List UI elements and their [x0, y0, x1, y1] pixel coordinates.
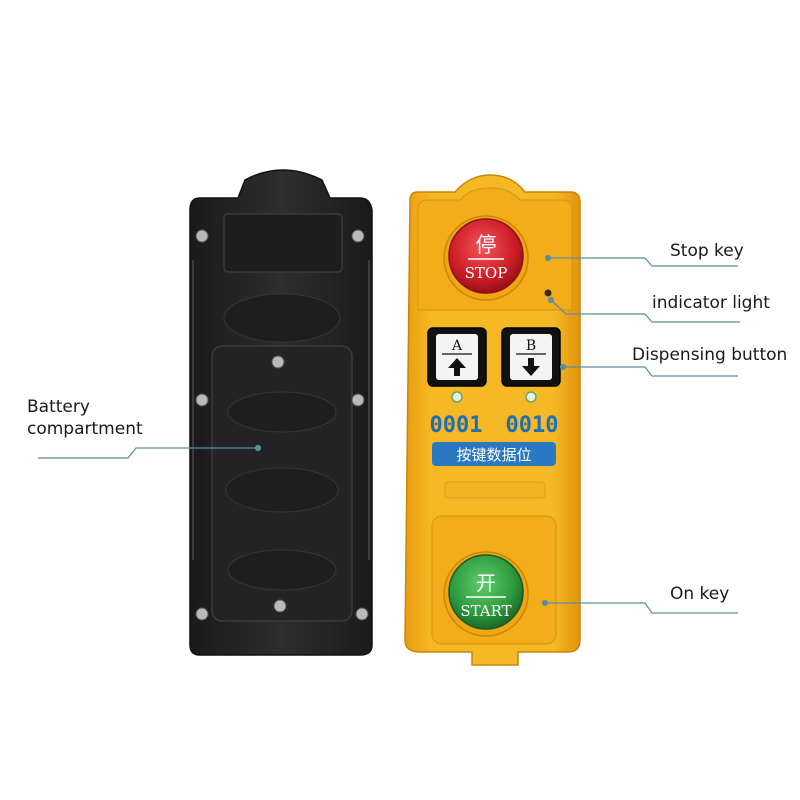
button-a-letter: A [451, 338, 463, 354]
callout-lines [38, 254, 740, 614]
start-button-cn: 开 [476, 571, 496, 595]
button-a[interactable]: A [427, 327, 487, 387]
led-b-icon [525, 391, 537, 403]
arrow-down-icon [522, 358, 540, 376]
code-b: 0010 [506, 413, 559, 438]
arrow-up-icon [448, 358, 466, 376]
callout-indicator-light: indicator light [652, 293, 770, 313]
button-b-letter: B [526, 338, 536, 354]
callout-on-key: On key [670, 584, 730, 604]
code-a: 0001 [430, 413, 483, 438]
stop-button-en: STOP [465, 264, 508, 282]
start-button-en: START [460, 602, 511, 620]
indicator-light [544, 289, 552, 297]
callout-stop-key: Stop key [670, 241, 744, 261]
key-data-label: 按键数据位 [456, 447, 531, 464]
callout-dispensing-button: Dispensing button [632, 345, 788, 365]
stop-button[interactable]: 停 STOP [443, 215, 529, 301]
start-button[interactable]: 开 START [443, 551, 529, 637]
rear-housing [189, 169, 373, 656]
key-data-label-bg [432, 442, 556, 466]
led-a-icon [451, 391, 463, 403]
callout-battery-compartment: Battery compartment [27, 397, 143, 439]
button-b[interactable]: B [501, 327, 561, 387]
stop-button-cn: 停 [476, 233, 497, 257]
